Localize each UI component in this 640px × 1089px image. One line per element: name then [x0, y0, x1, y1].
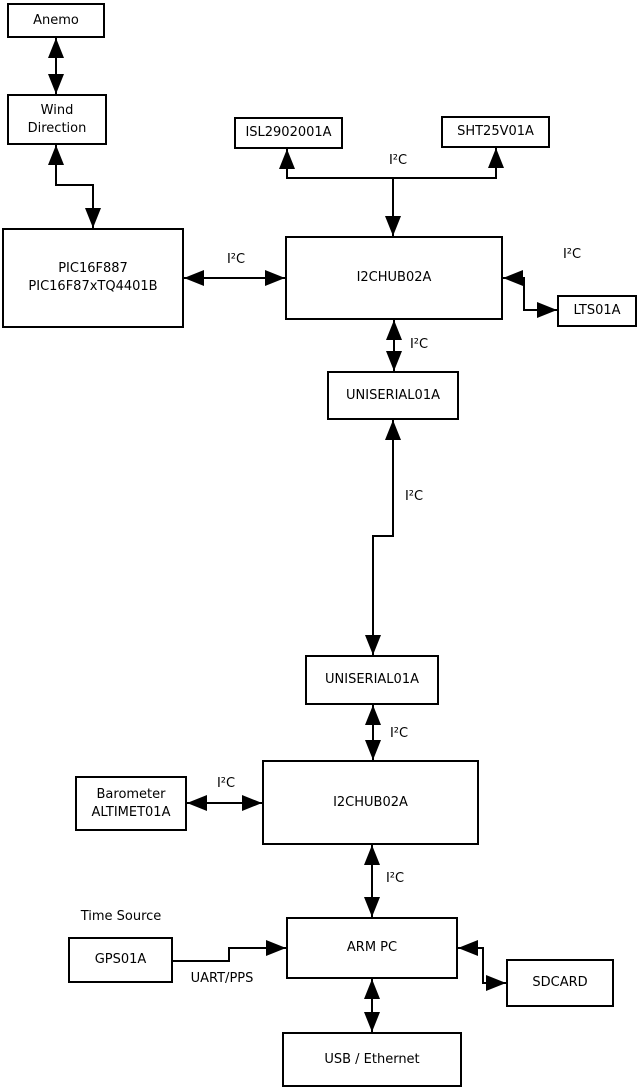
edge-label-i2c-hub1-lts: I²C: [562, 247, 582, 262]
edge-label-i2c-hub2-armpc: I²C: [385, 871, 405, 886]
node-sht25v01a: SHT25V01A: [441, 116, 550, 148]
node-label: Barometer: [96, 786, 166, 802]
edge-label-i2c-isl-sht: I²C: [388, 153, 408, 168]
node-arm-pc: ARM PC: [286, 917, 458, 979]
node-label: I2CHUB02A: [356, 270, 432, 285]
node-uniserial01a-lower: UNISERIAL01A: [305, 655, 439, 705]
connector-uniserial1-uniserial2: [365, 420, 401, 655]
node-label: GPS01A: [94, 952, 147, 967]
node-usb-ethernet: USB / Ethernet: [282, 1032, 462, 1087]
node-label: ISL2902001A: [245, 125, 332, 140]
node-anemo: Anemo: [7, 3, 105, 38]
node-label: I2CHUB02A: [333, 794, 408, 810]
label-time-source: Time Source: [80, 909, 162, 924]
node-label: USB / Ethernet: [324, 1051, 420, 1067]
node-i2chub02a-upper: I2CHUB02A: [285, 236, 503, 320]
node-label: ALTIMET01A: [91, 804, 171, 820]
node-wind-direction: Wind Direction: [7, 94, 107, 145]
node-label: LTS01A: [573, 303, 621, 318]
node-label: PIC16F887: [58, 261, 128, 276]
node-barometer-altimet01a: Barometer ALTIMET01A: [75, 776, 187, 831]
node-lts01a: LTS01A: [557, 295, 637, 327]
edge-label-i2c-hub1-uniserial1: I²C: [409, 337, 429, 352]
node-gps01a: GPS01A: [68, 937, 173, 983]
node-label: UNISERIAL01A: [346, 387, 440, 403]
node-isl2902001a: ISL2902001A: [234, 117, 343, 149]
node-uniserial01a-upper: UNISERIAL01A: [327, 371, 459, 420]
edge-label-i2c-pic-hub1: I²C: [226, 252, 246, 267]
node-label: PIC16F87xTQ4401B: [28, 279, 158, 294]
node-label: Wind: [40, 102, 74, 118]
node-i2chub02a-lower: I2CHUB02A: [262, 760, 479, 845]
edge-label-i2c-barometer-hub2: I²C: [216, 776, 236, 791]
connector-isl-sht-bus: [279, 148, 504, 179]
node-label: Anemo: [33, 12, 79, 28]
node-label: ARM PC: [346, 940, 398, 955]
node-pic16f887: PIC16F887 PIC16F87xTQ4401B: [2, 228, 184, 328]
connector-hub1-lts: [503, 270, 557, 318]
node-label: SHT25V01A: [457, 124, 534, 139]
edge-label-i2c-uniserial1-uniserial2: I²C: [404, 489, 424, 504]
connector-armpc-sdcard: [458, 940, 506, 991]
node-label: UNISERIAL01A: [325, 672, 419, 687]
node-label: Direction: [27, 120, 87, 136]
node-label: SDCARD: [532, 975, 588, 990]
edge-label-i2c-uniserial2-hub2: I²C: [389, 726, 409, 741]
connector-gps-armpc: [173, 940, 286, 962]
connector-wind-pic: [48, 145, 101, 228]
node-sdcard: SDCARD: [506, 959, 614, 1007]
edge-label-uart-pps: UART/PPS: [190, 971, 254, 986]
